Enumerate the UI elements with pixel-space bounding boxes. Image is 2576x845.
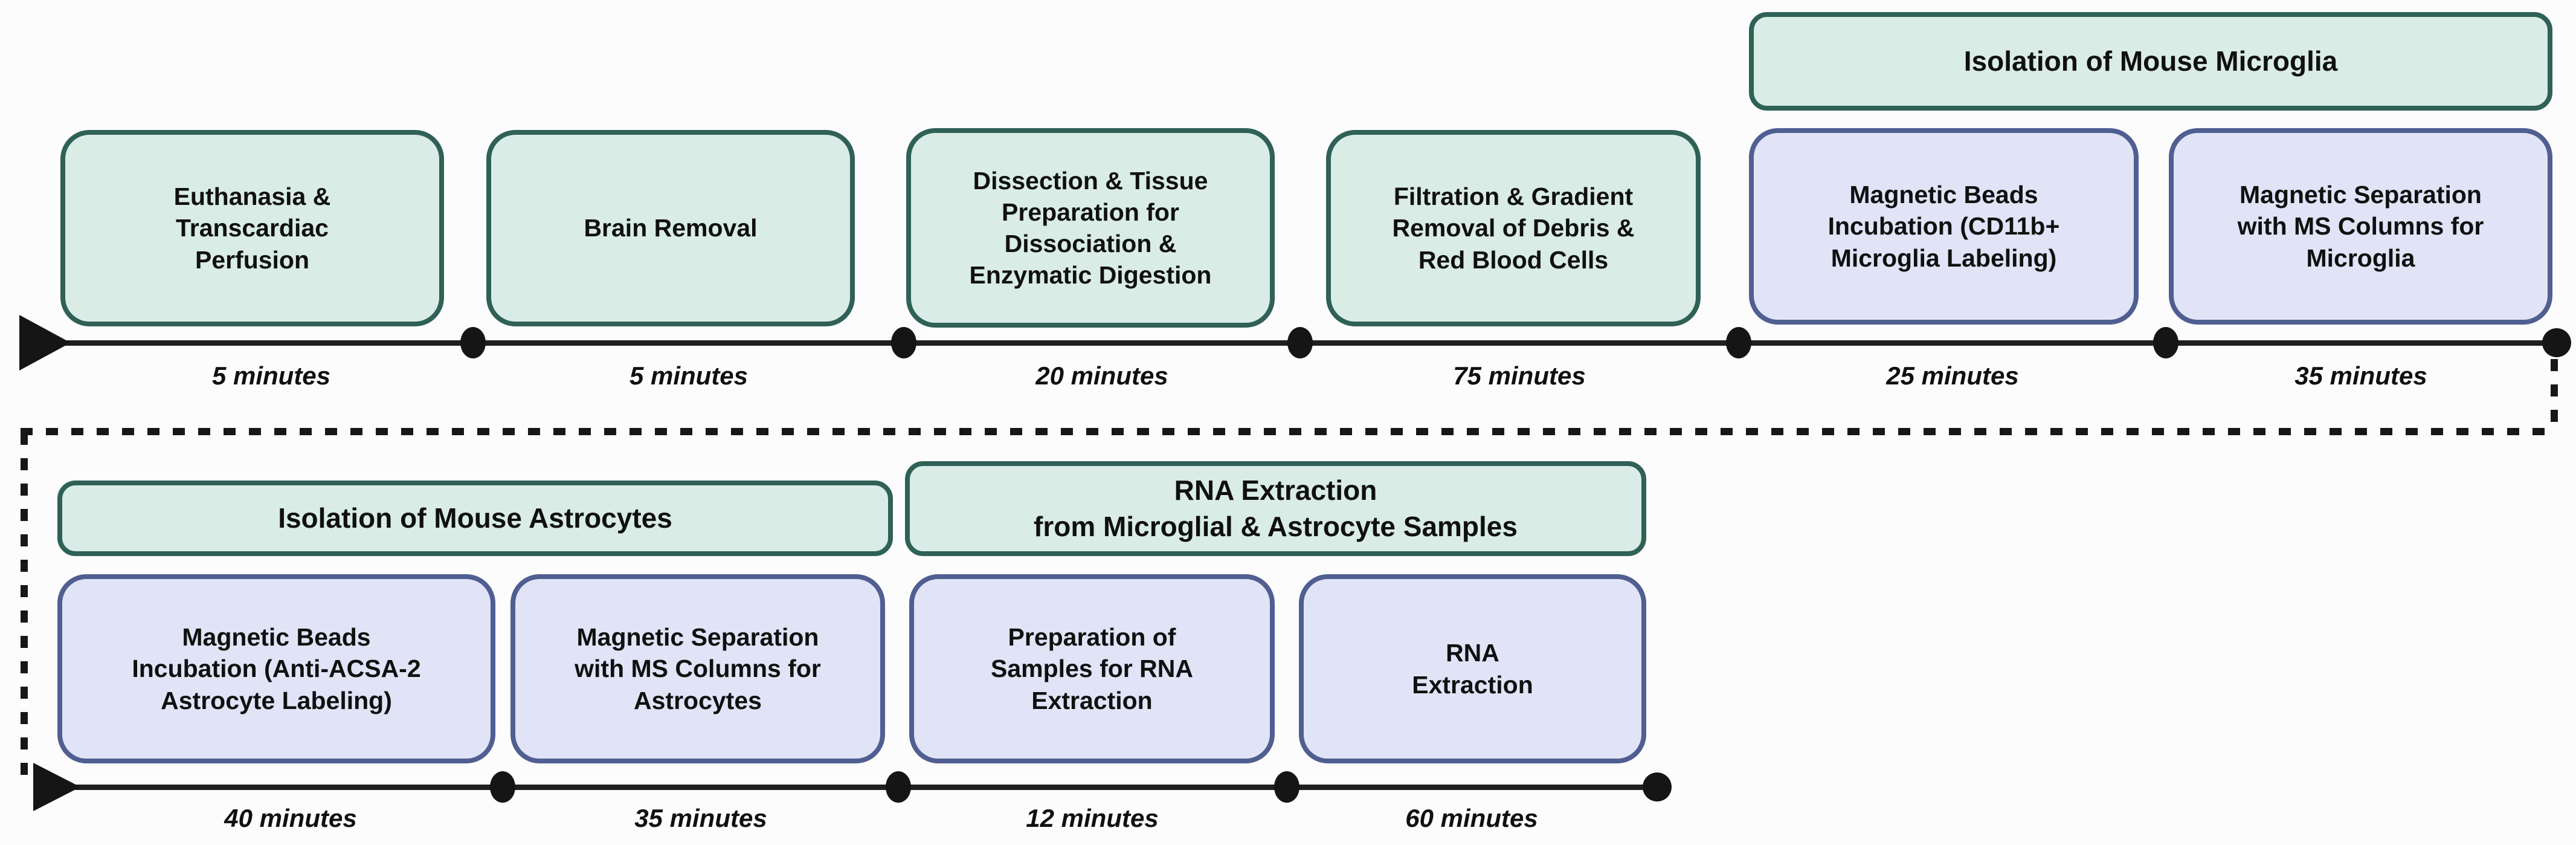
step-rna-extraction: RNA Extraction <box>1299 574 1646 763</box>
duration-label: 12 minutes <box>1026 804 1159 832</box>
duration-label: 25 minutes <box>1886 361 2019 390</box>
duration-label: 35 minutes <box>2294 361 2427 390</box>
step-magnetic-separation-microglia: Magnetic Separation with MS Columns for … <box>2169 128 2552 325</box>
step-magnetic-beads-acsa2: Magnetic Beads Incubation (Anti-ACSA-2 A… <box>57 574 495 763</box>
timeline-bottom-line <box>69 785 1658 790</box>
step-dissection-tissue-prep: Dissection & Tissue Preparation for Diss… <box>906 128 1275 328</box>
section-header-microglia: Isolation of Mouse Microglia <box>1749 12 2552 111</box>
timeline-node-dot <box>891 327 916 358</box>
timeline-node-dot <box>1274 771 1299 803</box>
duration-label: 35 minutes <box>634 804 767 832</box>
duration-label: 5 minutes <box>211 361 331 390</box>
dashed-connector-horizontal <box>21 428 2557 435</box>
timeline-top-end-dot <box>2542 328 2571 357</box>
step-brain-removal: Brain Removal <box>486 130 855 326</box>
timeline-node-dot <box>2153 327 2178 358</box>
step-euthanasia-perfusion: Euthanasia & Transcardiac Perfusion <box>60 130 444 326</box>
timeline-node-dot <box>1287 327 1313 358</box>
timeline-node-dot <box>886 771 911 803</box>
step-magnetic-separation-astrocytes: Magnetic Separation with MS Columns for … <box>510 574 885 763</box>
timeline-bottom-start-arrow-icon <box>33 763 80 811</box>
timeline-node-dot <box>460 327 486 358</box>
section-header-astrocytes: Isolation of Mouse Astrocytes <box>57 481 893 556</box>
step-magnetic-beads-cd11b: Magnetic Beads Incubation (CD11b+ Microg… <box>1749 128 2139 325</box>
timeline-node-dot <box>490 771 515 803</box>
duration-label: 60 minutes <box>1405 804 1538 832</box>
step-rna-sample-prep: Preparation of Samples for RNA Extractio… <box>909 574 1275 763</box>
duration-label: 20 minutes <box>1035 361 1168 390</box>
section-header-rna-extraction: RNA Extraction from Microglial & Astrocy… <box>905 461 1646 556</box>
dashed-connector-right <box>2551 359 2558 433</box>
step-filtration-debris-removal: Filtration & Gradient Removal of Debris … <box>1326 130 1701 326</box>
timeline-node-dot <box>1726 327 1751 358</box>
duration-label: 75 minutes <box>1453 361 1586 390</box>
timeline-bottom-end-dot <box>1643 772 1672 801</box>
duration-label: 40 minutes <box>224 804 357 832</box>
duration-label: 5 minutes <box>629 361 749 390</box>
timeline-top-start-arrow-icon <box>19 315 71 371</box>
dashed-connector-left <box>21 433 28 776</box>
